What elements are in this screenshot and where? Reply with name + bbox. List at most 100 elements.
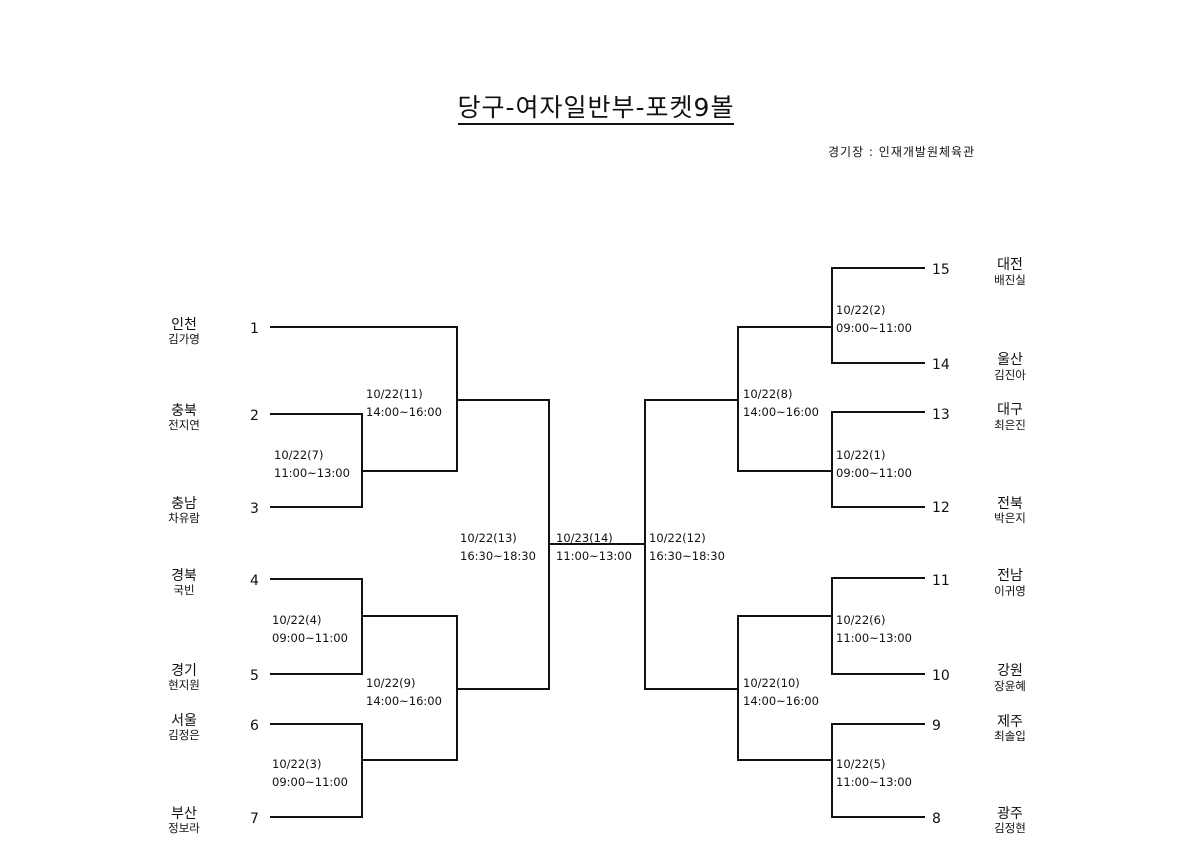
region-name: 대전 <box>997 257 1023 273</box>
match-label-m7: 10/22(7) 11:00~13:00 <box>274 446 350 482</box>
player-name: 장윤혜 <box>994 679 1026 693</box>
match-time: 09:00~11:00 <box>836 321 912 335</box>
player-name: 김정현 <box>994 821 1026 835</box>
region-name: 전북 <box>997 496 1023 512</box>
match-date: 10/22(7) <box>274 448 324 462</box>
bracket-line-m3 <box>270 723 363 818</box>
match-date: 10/22(2) <box>836 303 886 317</box>
player-name: 최은진 <box>994 418 1026 432</box>
match-label-m11: 10/22(11) 14:00~16:00 <box>366 385 442 421</box>
player-name: 차유람 <box>168 511 200 525</box>
bracket-line-m7 <box>270 413 363 508</box>
bracket-line-m6 <box>831 577 925 675</box>
seed-number: 13 <box>932 407 950 423</box>
match-time: 14:00~16:00 <box>743 405 819 419</box>
match-date: 10/22(10) <box>743 676 800 690</box>
match-time: 14:00~16:00 <box>743 694 819 708</box>
match-time: 09:00~11:00 <box>272 775 348 789</box>
seed-number: 4 <box>250 573 259 589</box>
player-name: 이귀영 <box>994 584 1026 598</box>
match-date: 10/22(1) <box>836 448 886 462</box>
match-time: 11:00~13:00 <box>836 631 912 645</box>
region-name: 부산 <box>171 806 197 822</box>
venue-label: 경기장 : 인재개발원체육관 <box>828 145 976 159</box>
bracket-line-m5 <box>831 723 925 818</box>
match-date: 10/22(5) <box>836 757 886 771</box>
region-name: 울산 <box>997 352 1023 368</box>
match-label-m14: 10/23(14) 11:00~13:00 <box>556 529 632 565</box>
bracket-line-m8 <box>737 326 832 472</box>
match-label-m9: 10/22(9) 14:00~16:00 <box>366 674 442 710</box>
region-name: 경기 <box>171 663 197 679</box>
match-date: 10/22(3) <box>272 757 322 771</box>
match-time: 11:00~13:00 <box>836 775 912 789</box>
match-label-m13: 10/22(13) 16:30~18:30 <box>460 529 536 565</box>
seed-number: 1 <box>250 321 259 337</box>
player-name: 정보라 <box>168 821 200 835</box>
match-label-m5: 10/22(5) 11:00~13:00 <box>836 755 912 791</box>
player-name: 김가영 <box>168 332 200 346</box>
seed-number: 6 <box>250 718 259 734</box>
match-time: 09:00~11:00 <box>836 466 912 480</box>
seed-number: 12 <box>932 500 950 516</box>
seed-number: 8 <box>932 811 941 827</box>
match-time: 16:30~18:30 <box>460 549 536 563</box>
player-name: 박은지 <box>994 511 1026 525</box>
region-name: 대구 <box>997 402 1023 418</box>
match-date: 10/22(9) <box>366 676 416 690</box>
match-date: 10/22(13) <box>460 531 517 545</box>
bracket-line-m10 <box>737 615 832 761</box>
seed-number: 9 <box>932 718 941 734</box>
match-date: 10/22(11) <box>366 387 423 401</box>
region-name: 충북 <box>171 403 197 419</box>
player-name: 김진아 <box>994 368 1026 382</box>
region-name: 강원 <box>997 663 1023 679</box>
seed-number: 15 <box>932 262 950 278</box>
region-name: 제주 <box>997 714 1023 730</box>
match-time: 11:00~13:00 <box>556 549 632 563</box>
region-name: 전남 <box>997 568 1023 584</box>
region-name: 인천 <box>171 317 197 333</box>
match-date: 10/23(14) <box>556 531 613 545</box>
region-name: 충남 <box>171 496 197 512</box>
seed-number: 3 <box>250 501 259 517</box>
seed-number: 5 <box>250 668 259 684</box>
match-label-m3: 10/22(3) 09:00~11:00 <box>272 755 348 791</box>
seed-number: 2 <box>250 408 259 424</box>
bracket-line-m12 <box>644 399 738 690</box>
match-label-m8: 10/22(8) 14:00~16:00 <box>743 385 819 421</box>
match-time: 16:30~18:30 <box>649 549 725 563</box>
match-label-m2: 10/22(2) 09:00~11:00 <box>836 301 912 337</box>
match-label-m1: 10/22(1) 09:00~11:00 <box>836 446 912 482</box>
seed-number: 11 <box>932 573 950 589</box>
player-name: 배진실 <box>994 273 1026 287</box>
region-name: 광주 <box>997 806 1023 822</box>
bracket-line-m4 <box>270 578 363 675</box>
match-time: 09:00~11:00 <box>272 631 348 645</box>
match-label-m6: 10/22(6) 11:00~13:00 <box>836 611 912 647</box>
match-date: 10/22(8) <box>743 387 793 401</box>
player-name: 국빈 <box>173 583 195 597</box>
bracket-line-m1 <box>831 411 925 508</box>
match-label-m12: 10/22(12) 16:30~18:30 <box>649 529 725 565</box>
match-date: 10/22(12) <box>649 531 706 545</box>
page-title: 당구-여자일반부-포켓9볼 <box>0 88 1192 125</box>
match-time: 14:00~16:00 <box>366 405 442 419</box>
bracket-line-m2 <box>831 267 925 364</box>
player-name: 현지원 <box>168 678 200 692</box>
region-name: 서울 <box>171 713 197 729</box>
match-date: 10/22(4) <box>272 613 322 627</box>
region-name: 경북 <box>171 568 197 584</box>
player-name: 김정은 <box>168 728 200 742</box>
match-time: 11:00~13:00 <box>274 466 350 480</box>
seed-number: 7 <box>250 811 259 827</box>
match-label-m4: 10/22(4) 09:00~11:00 <box>272 611 348 647</box>
seed-number: 10 <box>932 668 950 684</box>
player-name: 최솔입 <box>994 729 1026 743</box>
match-date: 10/22(6) <box>836 613 886 627</box>
title-text: 당구-여자일반부-포켓9볼 <box>457 93 735 125</box>
match-time: 14:00~16:00 <box>366 694 442 708</box>
seed-number: 14 <box>932 357 950 373</box>
player-name: 전지연 <box>168 418 200 432</box>
